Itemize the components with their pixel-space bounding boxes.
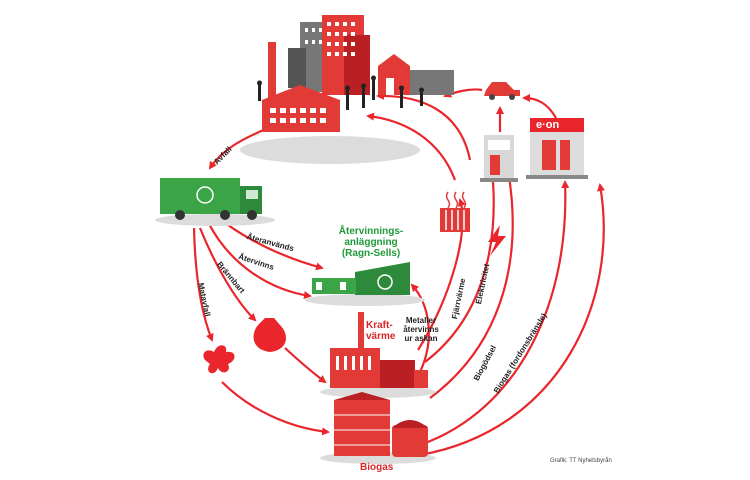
- arrow-car-to-city: [443, 88, 483, 98]
- arrow-matavfall: [192, 227, 214, 342]
- metaller-line3: ur askan: [404, 334, 438, 343]
- plant-title-line3: (Ragn-Sells): [341, 248, 401, 259]
- label-kraftvarme: Kraft- värme: [366, 320, 395, 342]
- plant-title-line2: anläggning: [344, 237, 398, 248]
- biogas-plant-illustration: [320, 392, 436, 464]
- fuel-pump-illustration: [480, 135, 518, 182]
- banana-peel-icon: [203, 345, 235, 374]
- eon-station-illustration: [526, 118, 588, 179]
- city-illustration: [240, 15, 454, 164]
- car-illustration: [484, 82, 520, 100]
- arrow-biogodsel: [429, 168, 514, 399]
- arrow-brannbart: [198, 227, 257, 322]
- arrow-atervinns: [207, 221, 312, 300]
- eon-logo: e·on: [536, 119, 560, 131]
- arrow-banana-to-biogas: [221, 381, 330, 436]
- metaller-line1: Metaller: [405, 316, 437, 325]
- arrow-elektricitet: [424, 168, 497, 363]
- label-metaller: Metaller återvinns ur askan: [398, 316, 444, 343]
- graphic-credit: Grafik: TT Nyhetsbyrån: [550, 458, 612, 464]
- arrow-biogas-to-eon: [419, 183, 605, 457]
- radiator-icon: [440, 191, 470, 232]
- garbage-truck-illustration: [155, 178, 275, 226]
- arrow-elec-to-city: [376, 91, 472, 161]
- arrow-metaller: [410, 283, 430, 373]
- recycling-plant-illustration: [305, 262, 425, 306]
- kraftvarme-line1: Kraft-: [366, 320, 393, 331]
- plant-title-line1: Återvinnings-: [338, 226, 404, 237]
- kraftvarme-line2: värme: [366, 331, 396, 342]
- label-recycling-plant-title: Återvinnings- anläggning (Ragn-Sells): [330, 226, 412, 259]
- trash-bag-icon: [253, 318, 286, 352]
- metaller-line2: återvinns: [403, 325, 439, 334]
- flow-arrows: [192, 88, 605, 457]
- arrow-biogas-fordon: [419, 180, 570, 447]
- lightning-icon: [488, 225, 506, 256]
- arrow-heat-to-city: [366, 112, 457, 181]
- arrow-avfall: [208, 126, 269, 170]
- arrow-eon-to-car: [522, 94, 557, 119]
- kraftvarme-plant-illustration: [320, 312, 436, 398]
- arrow-bag-to-kraftvarme: [284, 347, 327, 384]
- label-biogas: Biogas: [360, 462, 394, 473]
